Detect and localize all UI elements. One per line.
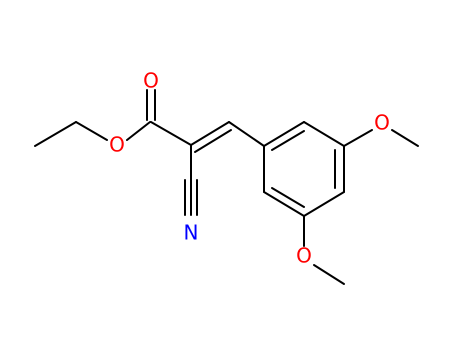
carbonyl-oxygen-label: O [143, 69, 159, 93]
bond-ester-o-carbonyl-c [126, 121, 151, 141]
bond-vinyl-ring [228, 121, 265, 147]
bond-vinyl-double-b [194, 129, 232, 153]
ester-oxygen-label: O [109, 133, 125, 157]
methoxy-oxygen-top-label: O [374, 111, 390, 135]
bond-carbonyl-alpha [150, 121, 192, 146]
bond-vinyl-double-a [190, 121, 230, 146]
bond-methoxy-bottom-ch3 [313, 264, 345, 285]
ring-bond-2 [303, 121, 345, 147]
nitrile-nitrogen-label: N [184, 221, 199, 245]
bond-ethyl-ch3-ch2 [34, 121, 77, 147]
methoxy-oxygen-bottom-label: O [296, 244, 312, 268]
ring-bond-5 [263, 191, 305, 217]
ring-double-inner-1 [271, 130, 305, 151]
ring-bond-1 [263, 121, 305, 147]
bond-ring-methoxy-top [343, 129, 373, 147]
bond-ethyl-ch2-o [75, 121, 108, 141]
ring-double-inner-3 [271, 187, 305, 208]
bond-methoxy-top-ch3 [391, 129, 419, 147]
ring-bond-4 [303, 191, 345, 217]
